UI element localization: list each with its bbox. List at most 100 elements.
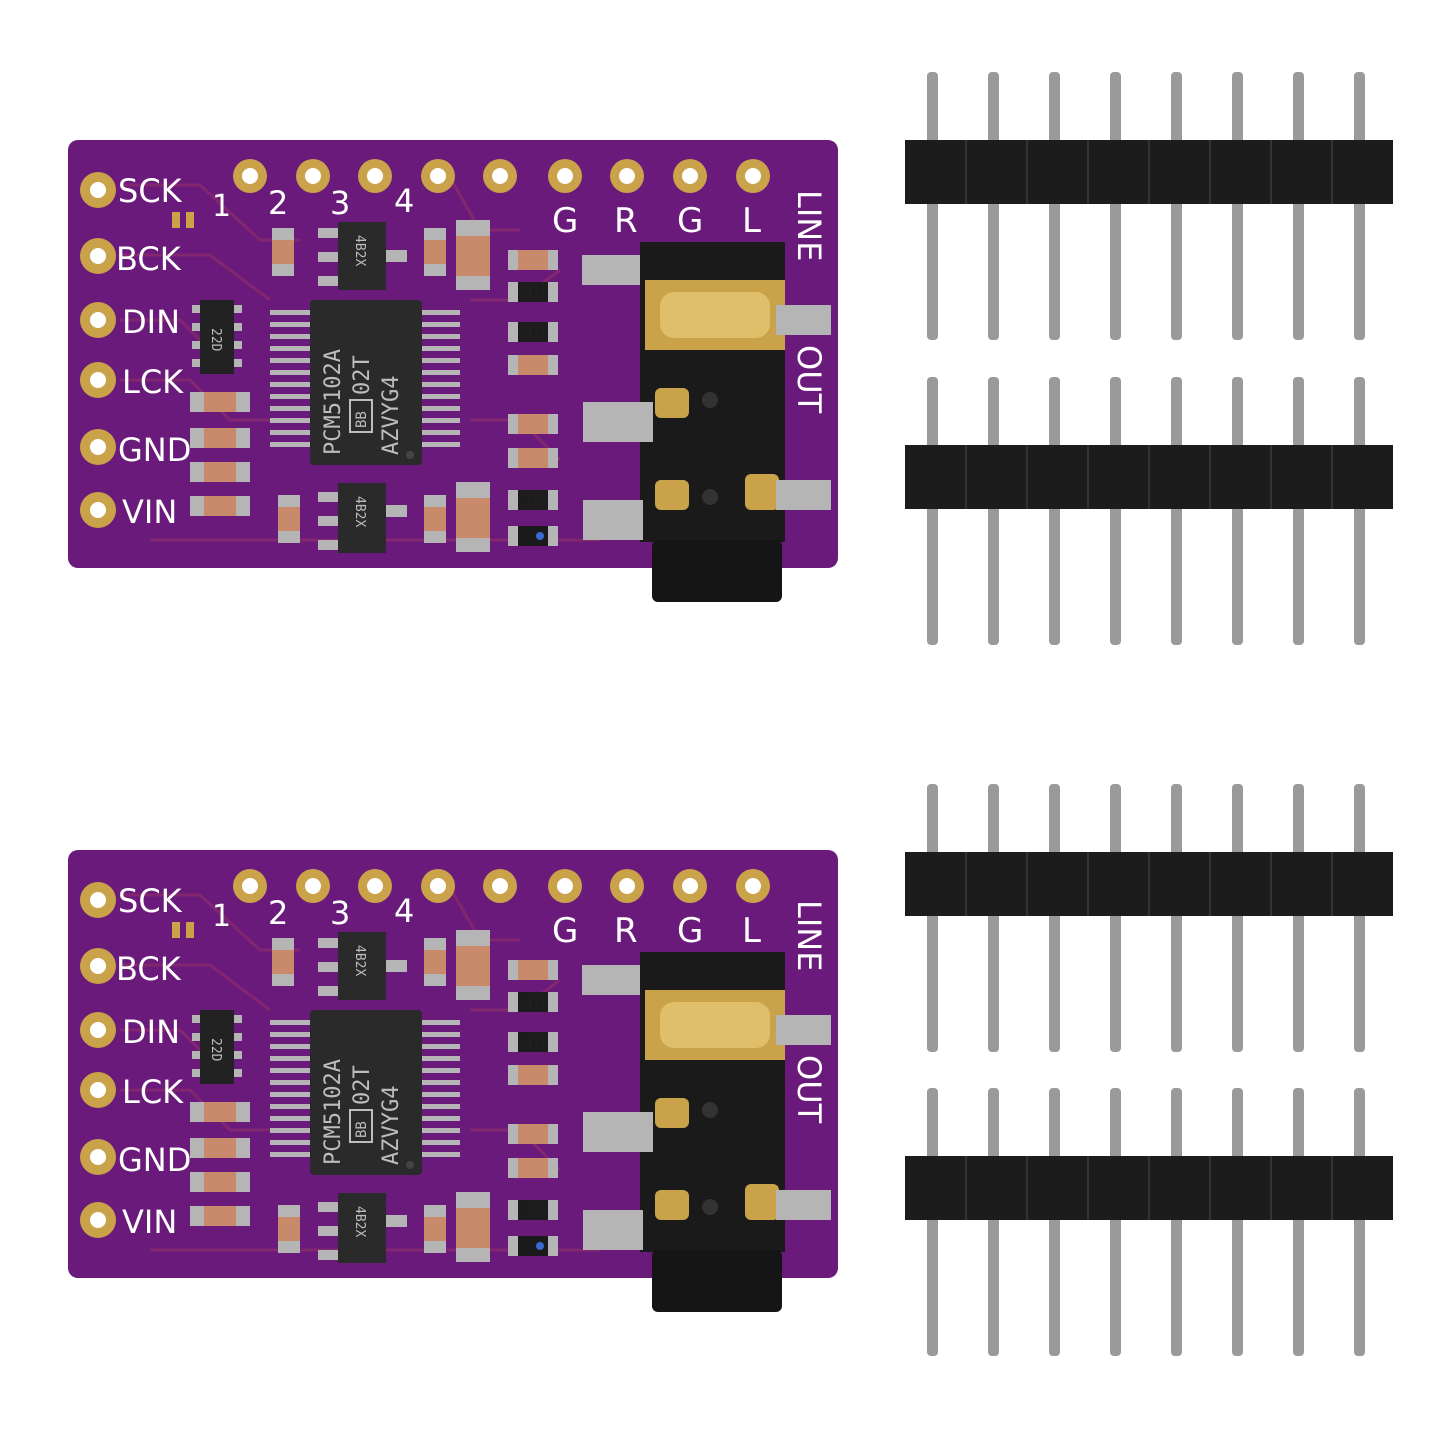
capacitor: [424, 228, 446, 276]
label-3: 3: [330, 184, 350, 222]
label-line: LINE: [790, 190, 828, 261]
array-mark: 22D: [208, 1038, 223, 1062]
top-pin-pads: [233, 869, 770, 903]
pad: [483, 869, 517, 903]
resistor: [190, 496, 250, 516]
header-pins: [927, 1088, 1365, 1356]
regulator-bottom: 4B2X: [318, 1193, 407, 1263]
resistor-mark: 471: [526, 1037, 546, 1050]
pad: [673, 159, 707, 193]
pad: [80, 1012, 116, 1048]
pad: [736, 159, 770, 193]
resistor: [508, 1124, 558, 1144]
chip-logo: BB: [354, 411, 370, 428]
resistor: [508, 322, 558, 342]
label-1: 1: [212, 899, 231, 934]
resistor: [190, 1102, 250, 1122]
label-g: G: [552, 911, 578, 951]
pad: [80, 429, 116, 465]
capacitor: [456, 1192, 490, 1262]
label-r: R: [614, 201, 638, 241]
pad: [421, 159, 455, 193]
pad: [80, 492, 116, 528]
resistor-mark: 471: [526, 327, 546, 340]
resistor: [508, 1065, 558, 1085]
regulator-mark: 4B2X: [352, 496, 367, 527]
resistor: [190, 428, 250, 448]
label-1: 1: [212, 189, 231, 224]
label-2: 2: [268, 184, 288, 222]
pad: [358, 869, 392, 903]
array-mark: 22D: [208, 328, 223, 352]
capacitor: [278, 495, 300, 543]
ti-logo-box: [349, 399, 373, 433]
led: [508, 1236, 558, 1256]
regulator-mark: 4B2X: [352, 945, 367, 976]
pad: [80, 362, 116, 398]
pin-label-lck: LCK: [122, 1073, 184, 1111]
chip-lot-code: 02T: [350, 355, 375, 395]
chip-part-number: PCM5102A: [321, 349, 346, 455]
tiny-capacitors: [172, 922, 194, 938]
regulator-bottom: 4B2X: [318, 483, 407, 553]
pad: [610, 159, 644, 193]
label-out: OUT: [790, 345, 828, 414]
resistor: [508, 355, 558, 375]
header-pins: [927, 72, 1365, 340]
top-number-labels: 1 2 3 4: [212, 892, 414, 934]
chip-logo: BB: [354, 1121, 370, 1138]
pad: [80, 948, 116, 984]
header-pins: [927, 377, 1365, 645]
pin-label-vin: VIN: [122, 493, 177, 531]
pin-header: [905, 1088, 1393, 1356]
pad: [80, 172, 116, 208]
label-g: G: [677, 201, 703, 241]
capacitor: [424, 1205, 446, 1253]
pad: [673, 869, 707, 903]
pad: [296, 869, 330, 903]
resistor: [508, 250, 558, 270]
label-3: 3: [330, 894, 350, 932]
ti-logo-box: [349, 1109, 373, 1143]
passive-components: 471 471 102: [172, 212, 558, 552]
label-out: OUT: [790, 1055, 828, 1124]
pin-header: [905, 784, 1393, 1052]
capacitor: [456, 482, 490, 552]
regulator-mark: 4B2X: [352, 235, 367, 266]
label-r: R: [614, 911, 638, 951]
label-l: L: [742, 911, 761, 951]
pad: [610, 869, 644, 903]
capacitor: [456, 220, 490, 290]
resistor: [508, 1032, 558, 1052]
resistor-mark: 102: [526, 1205, 546, 1218]
chip-date-code: AZVYG4: [379, 376, 404, 455]
resistor: [508, 414, 558, 434]
resistor: [190, 1172, 250, 1192]
capacitor: [424, 938, 446, 986]
pin-label-din: DIN: [122, 303, 180, 341]
resistor: [508, 1158, 558, 1178]
regulator-mark: 4B2X: [352, 1206, 367, 1237]
capacitor: [278, 1205, 300, 1253]
resistor: [508, 992, 558, 1012]
capacitor: [424, 495, 446, 543]
pad: [358, 159, 392, 193]
top-letter-labels: G R G L: [552, 911, 761, 951]
label-g: G: [677, 911, 703, 951]
pad: [296, 159, 330, 193]
chip-lot-code: 02T: [350, 1065, 375, 1105]
resistor: [190, 1206, 250, 1226]
pin-label-vin: VIN: [122, 1203, 177, 1241]
pin-label-gnd: GND: [118, 1141, 191, 1179]
label-4: 4: [394, 182, 414, 220]
resistor: [508, 1200, 558, 1220]
top-number-labels: 1 2 3 4: [212, 182, 414, 224]
header-dividers: [965, 445, 1333, 509]
label-4: 4: [394, 892, 414, 930]
passive-components: 471 471 102: [172, 922, 558, 1262]
audio-jack: [582, 952, 831, 1312]
resistor-array: 22D: [192, 300, 242, 374]
resistor-mark: 471: [526, 997, 546, 1010]
chip-part-number: PCM5102A: [321, 1059, 346, 1165]
